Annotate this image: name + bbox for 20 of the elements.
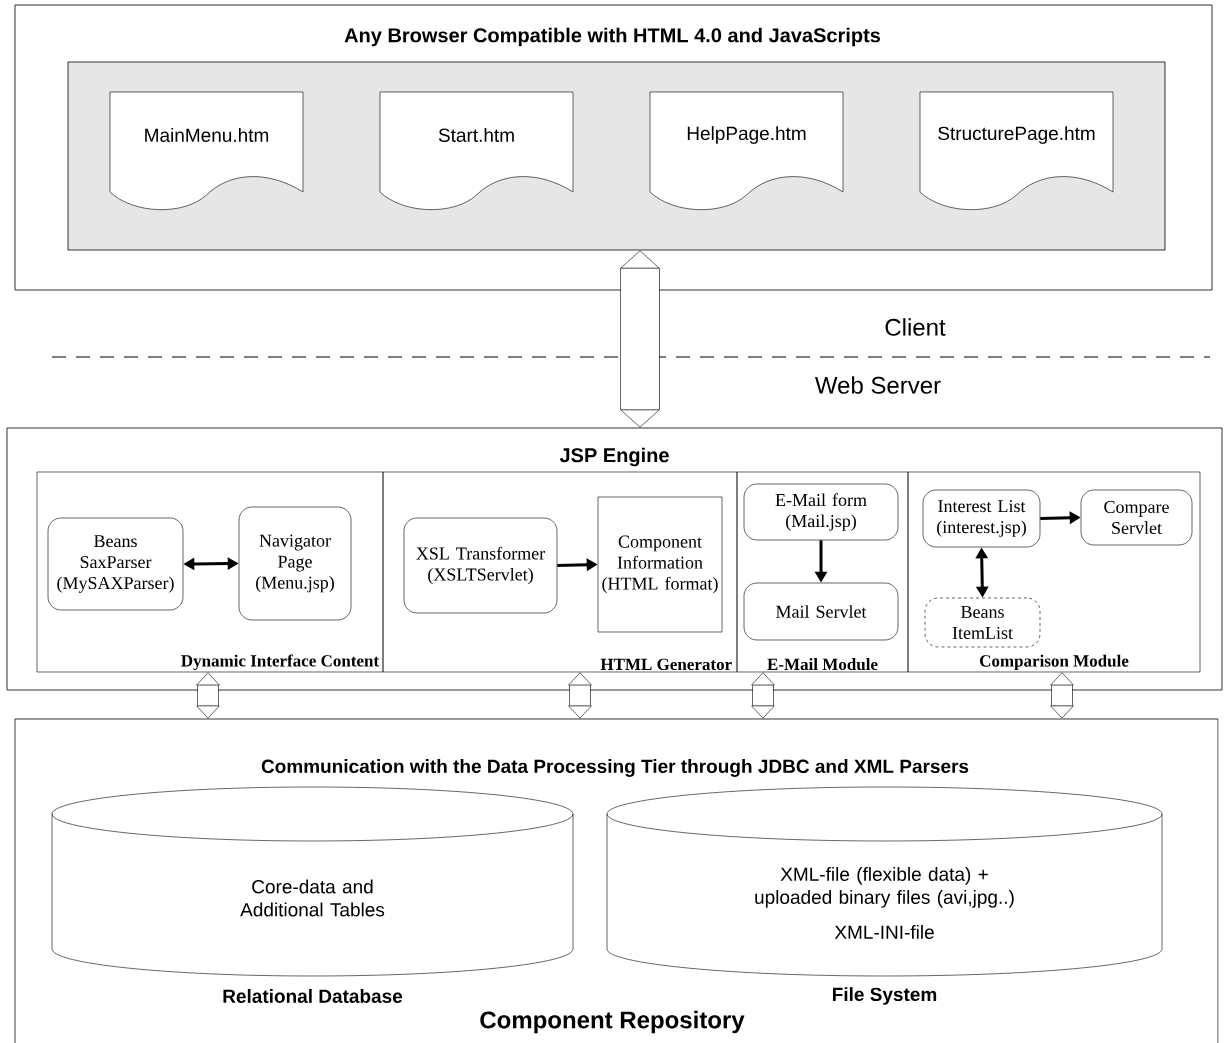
component-box: Interest List (interest.jsp) — [922, 489, 1041, 548]
component-box: E-Mail form (Mail.jsp) — [743, 483, 899, 541]
storage-label: File System — [833, 987, 937, 1005]
component-box: Component Information (HTML format) — [597, 496, 723, 633]
storage-cylinder: XML-file (flexible data) + uploaded binary files (avi,jpg..) XML-INI-file — [606, 786, 1163, 977]
arrow — [751, 672, 775, 719]
component-box: Beans ItemList — [924, 597, 1041, 648]
component-box: Compare Servlet — [1080, 489, 1193, 546]
tier-label: Client — [885, 318, 946, 336]
component-box: XSL Transformer (XSLTServlet) — [403, 517, 558, 614]
storage-label: Relational Database — [223, 989, 403, 1003]
component-box: Beans SaxParser (MySAXParser) — [47, 517, 184, 611]
arrow — [568, 672, 592, 719]
component-box: Navigator Page (Menu.jsp) — [238, 506, 352, 621]
arrow — [620, 250, 660, 428]
arrow — [1050, 672, 1074, 719]
storage-cylinder: Core-data and Additional Tables — [51, 786, 574, 977]
component-box: Mail Servlet — [743, 582, 899, 641]
arrow — [196, 672, 220, 719]
tier-label: Web Server — [815, 376, 941, 394]
